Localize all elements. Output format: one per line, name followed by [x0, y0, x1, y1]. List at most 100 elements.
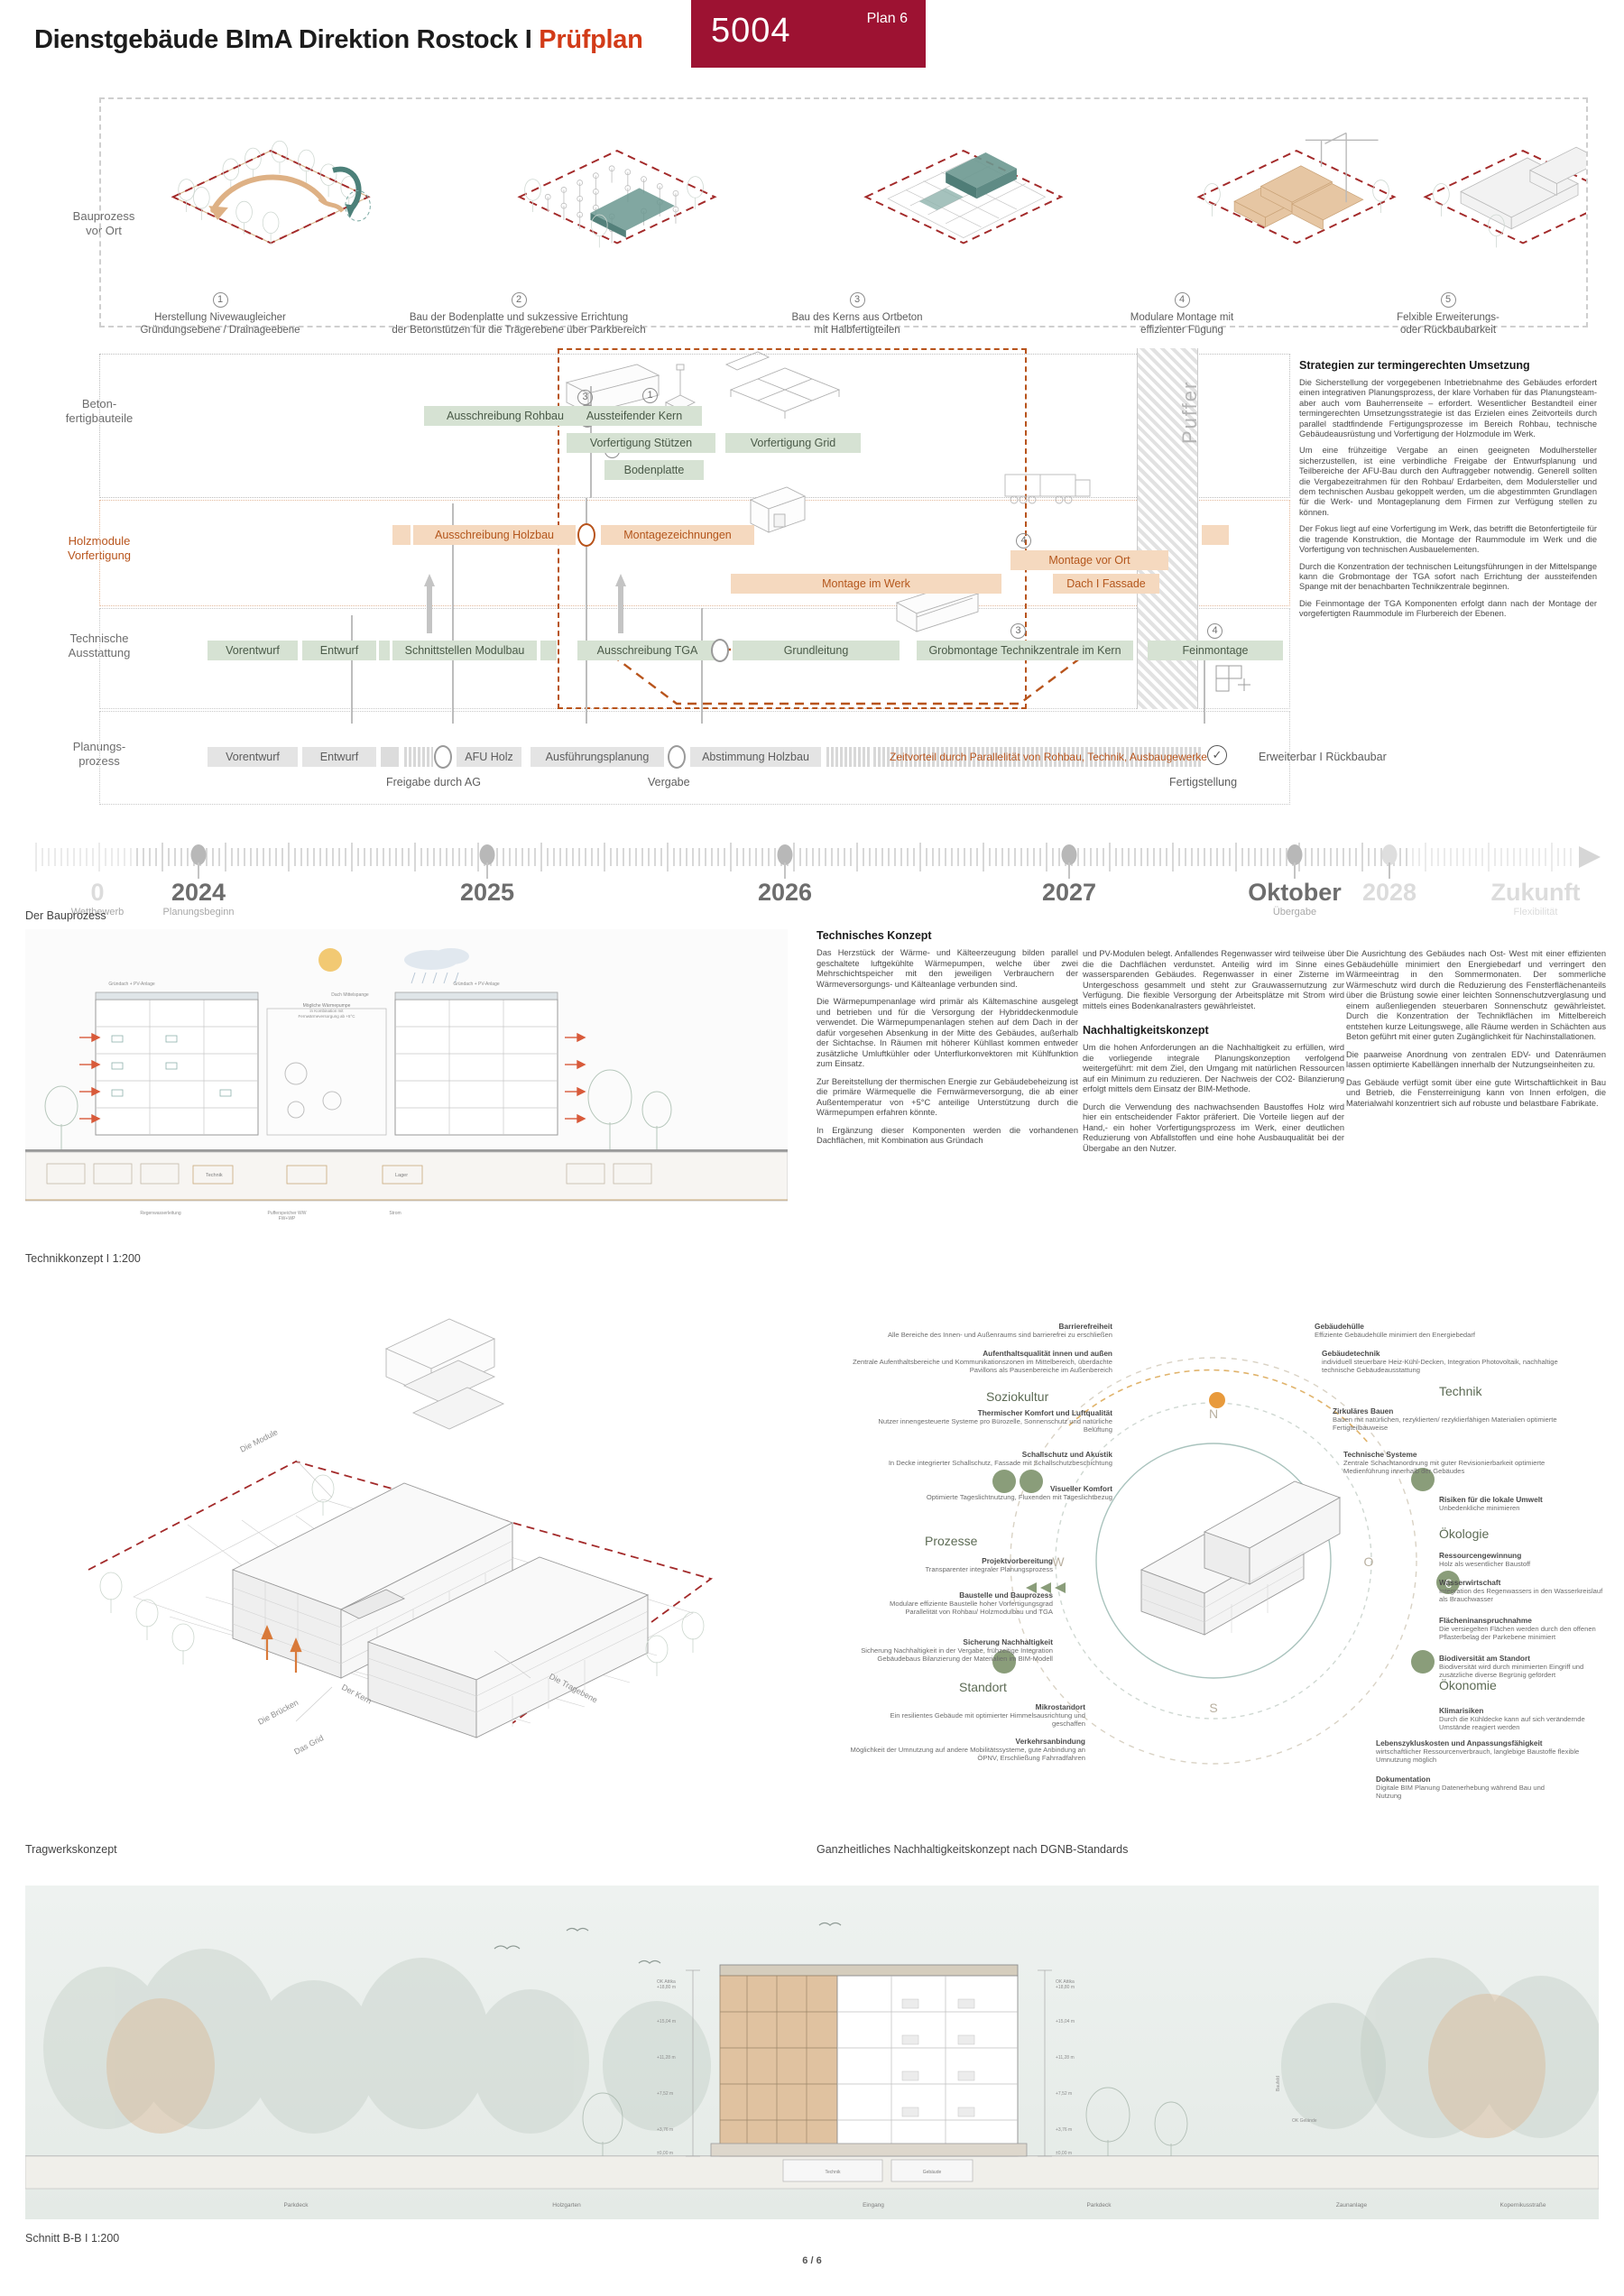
gantt-bar[interactable]: AFU Holz — [457, 747, 521, 767]
gantt-bar[interactable]: Grundleitung — [733, 641, 900, 660]
page-title: Dienstgebäude BImA Direktion Rostock I P… — [34, 25, 643, 55]
tragwerkskonzept-drawing: Die Module Die Tragebene Die Brücken Der… — [25, 1299, 819, 1822]
timeline-year: 2027 — [1041, 879, 1097, 906]
gantt-bar[interactable]: Vorentwurf — [208, 641, 298, 660]
gantt-bar[interactable]: Schnittstellen Modulbau — [392, 641, 537, 660]
gantt-bar[interactable] — [392, 525, 411, 545]
milestone-vergabe[interactable] — [668, 745, 686, 769]
annotation-freigabe: Freigabe durch AG — [386, 776, 481, 788]
dgnb-item: Baustelle und Bauprozess Modulare effizi… — [890, 1591, 1053, 1617]
gantt-bar[interactable]: Montage im Werk — [731, 574, 1001, 594]
gantt-bar[interactable]: Ausschreibung TGA — [577, 641, 717, 660]
dgnb-group-title: Soziokultur — [986, 1389, 1049, 1404]
plan-number: Plan 6 — [866, 11, 908, 26]
step-number: 4 — [1207, 623, 1223, 639]
strategy-paragraph: Die Feinmontage der TGA Komponenten erfo… — [1299, 598, 1597, 619]
puffer-label: Puffer — [1178, 380, 1201, 444]
step-number: 3 — [1010, 623, 1026, 639]
step-number: 5 — [1440, 292, 1456, 308]
strategy-text-block: Strategien zur termingerechten Umsetzung… — [1299, 359, 1597, 626]
svg-text:+15,04 m: +15,04 m — [1056, 2019, 1075, 2024]
tragwerk-isometric: Die Module Die Tragebene Die Brücken Der… — [25, 1299, 819, 1822]
tech-paragraph: Die Wärmepumpenanlage wird primär als Kä… — [817, 997, 1078, 1068]
gantt-bar[interactable]: Montagezeichnungen — [601, 525, 754, 545]
process-step-caption: 3 Bau des Kerns aus Ortbeton mit Halbfer… — [791, 292, 923, 336]
gantt-bar[interactable]: Bodenplatte — [604, 460, 704, 480]
gantt-bar[interactable]: Dach I Fassade — [1053, 574, 1159, 594]
milestone-freigabe-ag[interactable] — [434, 745, 452, 769]
svg-text:+11,28 m: +11,28 m — [1056, 2055, 1075, 2061]
timeline-sublabel: Flexibilität — [1513, 907, 1558, 917]
zeitvorteil-label: Zeitvorteil durch Parallelität von Rohba… — [890, 751, 1207, 763]
tech-paragraph: In Ergänzung dieser Komponenten werden d… — [817, 1125, 1078, 1146]
svg-text:Zaunanlage: Zaunanlage — [1336, 2202, 1368, 2208]
gantt-bar[interactable]: Grobmontage Technikzentrale im Kern — [917, 641, 1133, 660]
gantt-bar[interactable]: Aussteifender Kern — [567, 406, 702, 426]
gantt-bar[interactable]: Vorfertigung Grid — [725, 433, 861, 453]
timeline-dot — [479, 844, 495, 865]
dgnb-group-title: Standort — [959, 1680, 1007, 1694]
gantt-bar[interactable]: Feinmontage — [1148, 641, 1283, 660]
milestone-fertigstellung-check[interactable]: ✓ — [1207, 745, 1227, 765]
dgnb-item: Technische Systeme Zentrale Schachtanord… — [1343, 1450, 1546, 1476]
dgnb-item: Schallschutz und Akustik In Decke integr… — [888, 1450, 1112, 1468]
gantt-bar[interactable]: Vorfertigung Stützen — [567, 433, 715, 453]
dgnb-item: Thermischer Komfort und Luftqualität Nut… — [878, 1408, 1112, 1434]
gantt-bar[interactable] — [379, 641, 390, 660]
svg-text:Eingang: Eingang — [863, 2202, 884, 2208]
gantt-bar[interactable] — [540, 641, 557, 660]
dgnb-item: Gebäudetechnik individuell steuerbare He… — [1322, 1349, 1558, 1375]
gantt-band-beton — [99, 354, 1290, 498]
gantt-bar[interactable]: Montage vor Ort — [1010, 550, 1168, 570]
svg-text:O: O — [1364, 1554, 1374, 1569]
process-step-caption: 2 Bau der Bodenplatte und sukzessive Err… — [392, 292, 646, 336]
dgnb-item: Wasserwirtschaft Integration des Regenwa… — [1439, 1578, 1603, 1604]
gantt-bar[interactable]: Entwurf — [302, 641, 376, 660]
text-column-1: Technisches Konzept Das Herzstück der Wä… — [817, 929, 1078, 1154]
tech-paragraph: und PV-Modulen belegt. Anfallendes Regen… — [1083, 949, 1344, 1010]
timeline-stem — [1389, 862, 1390, 879]
gantt-bar[interactable]: Entwurf — [302, 747, 376, 767]
svg-text:±0,00 m: ±0,00 m — [657, 2151, 673, 2156]
dgnb-item: Zirkuläres Bauen Bauen mit natürlichen, … — [1333, 1406, 1557, 1433]
gantt-bar[interactable] — [381, 747, 399, 767]
strategy-paragraph: Durch die Konzentration der technischen … — [1299, 561, 1597, 592]
svg-text:Parkdeck: Parkdeck — [1086, 2202, 1112, 2208]
building-section-bb: Technik Gebäude OK Attika+18,80 m +15,04… — [25, 1886, 1599, 2219]
gantt-bar[interactable]: Ausschreibung Holzbau — [413, 525, 576, 545]
svg-text:+18,80 m: +18,80 m — [657, 1985, 676, 1990]
svg-text:+11,28 m: +11,28 m — [657, 2055, 676, 2061]
schnitt-bb-drawing: Technik Gebäude OK Attika+18,80 m +15,04… — [25, 1886, 1599, 2219]
gantt-bar[interactable]: Vorentwurf — [208, 747, 298, 767]
svg-text:Lager: Lager — [395, 1173, 408, 1178]
svg-text:FW+WP: FW+WP — [279, 1216, 296, 1222]
svg-text:+15,04 m: +15,04 m — [657, 2019, 676, 2024]
dgnb-item: Biodiversität am Standort Biodiversität … — [1439, 1654, 1584, 1680]
svg-text:W: W — [1052, 1554, 1065, 1569]
svg-text:OK Attika: OK Attika — [657, 1979, 676, 1985]
gantt-bar[interactable] — [1202, 525, 1229, 545]
timeline-axis: 0 Wettbewerb 2024 Planungsbeginn 2025 20… — [27, 839, 1606, 920]
step-number: 3 — [849, 292, 865, 308]
step-number: 3 — [577, 390, 593, 405]
step-number: 4 — [1174, 292, 1190, 308]
tech-paragraph: Die Ausrichtung des Gebäudes nach Ost- W… — [1346, 949, 1606, 1041]
tech-paragraph: Durch die Verwendung des nachwachsenden … — [1083, 1102, 1344, 1153]
gantt-bar[interactable]: Abstimmung Holzbau — [690, 747, 821, 767]
dgnb-item: Mikrostandort Ein resilientes Gebäude mi… — [890, 1702, 1085, 1729]
timeline-dot — [190, 844, 207, 865]
gantt-bar[interactable]: Ausschreibung Rohbau — [424, 406, 586, 426]
timeline-sublabel: Planungsbeginn — [162, 907, 235, 917]
gantt-stripe-zeitvorteil — [872, 747, 1202, 767]
timeline-stem — [198, 862, 199, 879]
tech-paragraph: Das Herzstück der Wärme- und Kälteerzeug… — [817, 948, 1078, 989]
svg-text:in Kombination mit: in Kombination mit — [309, 1009, 344, 1013]
milestone-tga[interactable] — [711, 639, 729, 662]
milestone-vergabe-holz[interactable] — [577, 523, 595, 547]
gantt-bar[interactable]: Ausführungsplanung — [531, 747, 664, 767]
project-number: 5004 — [711, 12, 791, 50]
svg-text:S: S — [1209, 1701, 1217, 1715]
tech-paragraph: Zur Bereitstellung der thermischen Energ… — [817, 1076, 1078, 1118]
svg-text:Kopernikusstraße: Kopernikusstraße — [1500, 2202, 1546, 2208]
